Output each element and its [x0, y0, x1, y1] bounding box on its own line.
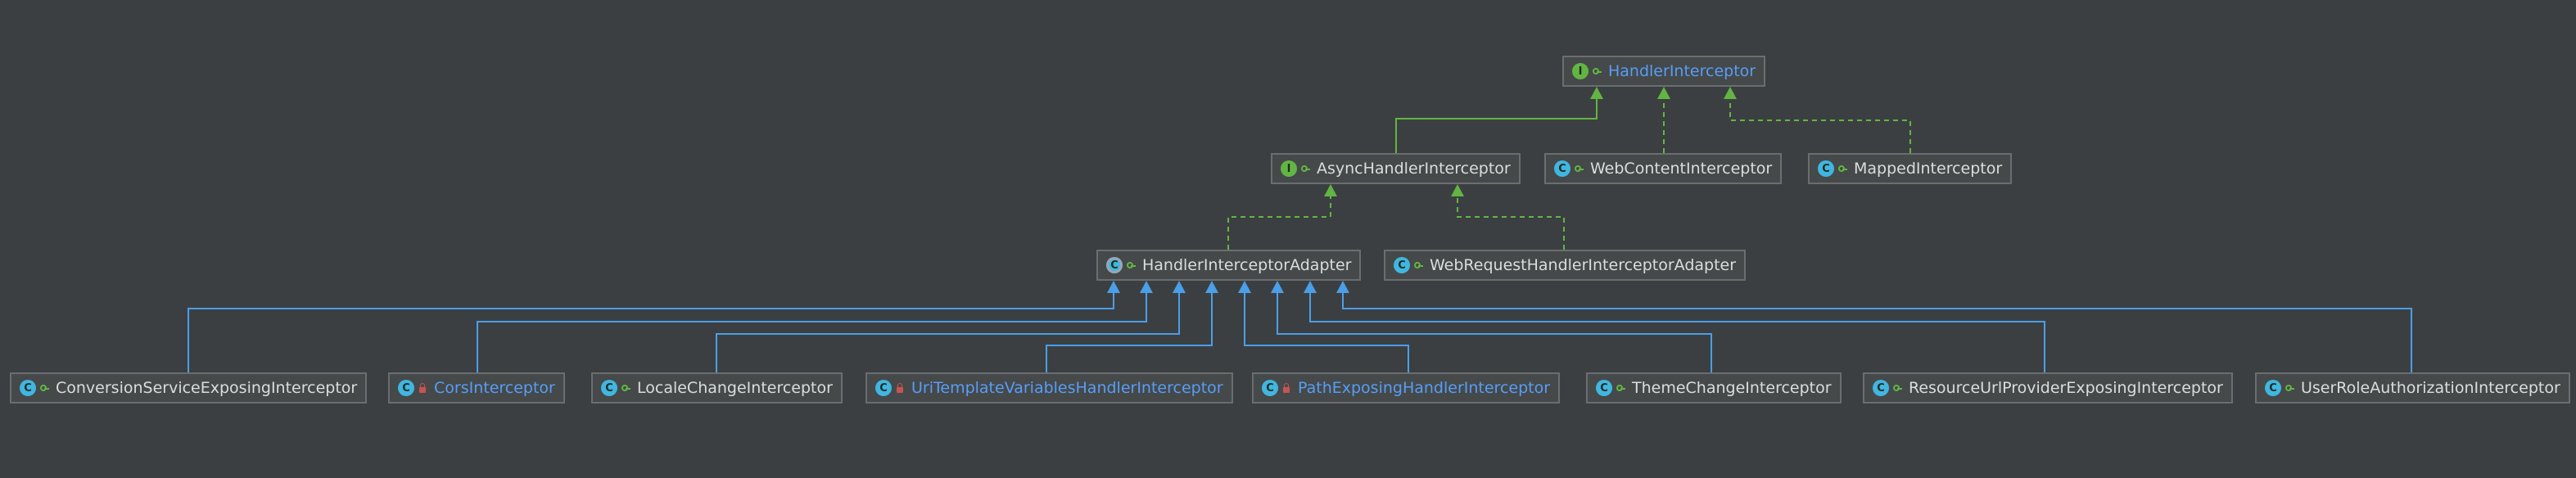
arrowhead — [1304, 281, 1317, 293]
class-icon: C — [1873, 380, 1889, 396]
visibility-icon — [1126, 260, 1136, 270]
class-label: WebContentInterceptor — [1590, 160, 1773, 178]
arrowhead — [1324, 184, 1337, 196]
class-label: AsyncHandlerInterceptor — [1317, 160, 1511, 178]
arrowhead — [1238, 281, 1251, 293]
edge-handler-interceptor-adapter-to-async-handler-interceptor — [1227, 184, 1337, 250]
class-label: UriTemplateVariablesHandlerInterceptor — [911, 379, 1223, 397]
class-icon: C — [2265, 380, 2281, 396]
class-label: ConversionServiceExposingInterceptor — [56, 379, 358, 397]
node-resource-url-provider-exposing-interceptor[interactable]: C ResourceUrlProviderExposingInterceptor — [1863, 372, 2233, 404]
class-icon: C — [875, 380, 892, 396]
edge-cors-interceptor-to-handler-interceptor-adapter — [477, 281, 1153, 372]
visibility-icon — [1892, 383, 1902, 393]
node-mapped-interceptor[interactable]: C MappedInterceptor — [1808, 153, 2013, 184]
node-handler-interceptor-adapter[interactable]: C HandlerInterceptorAdapter — [1096, 250, 1362, 281]
visibility-icon — [621, 383, 630, 393]
edge-mapped-interceptor-to-handler-interceptor — [1724, 87, 1911, 153]
edge-theme-change-interceptor-to-handler-interceptor-adapter — [1271, 281, 1712, 372]
arrowhead — [1590, 87, 1603, 99]
node-theme-change-interceptor[interactable]: C ThemeChangeInterceptor — [1586, 372, 1842, 404]
node-path-exposing-handler-interceptor[interactable]: C PathExposingHandlerInterceptor — [1252, 372, 1561, 404]
edge-path-exposing-handler-interceptor-to-handler-interceptor-adapter — [1238, 281, 1409, 372]
arrowhead — [1107, 281, 1120, 293]
visibility-icon — [895, 383, 905, 393]
arrowhead — [1724, 87, 1737, 99]
edge-locale-change-interceptor-to-handler-interceptor-adapter — [716, 281, 1186, 372]
visibility-icon — [1592, 66, 1602, 76]
interface-icon: I — [1281, 160, 1297, 177]
node-web-content-interceptor[interactable]: C WebContentInterceptor — [1544, 153, 1783, 184]
class-label: PathExposingHandlerInterceptor — [1298, 379, 1551, 397]
class-label: CorsInterceptor — [434, 379, 555, 397]
class-icon: C — [1262, 380, 1278, 396]
interface-icon: I — [1572, 63, 1589, 79]
node-cors-interceptor[interactable]: C CorsInterceptor — [388, 372, 565, 404]
class-label: ResourceUrlProviderExposingInterceptor — [1909, 379, 2223, 397]
node-conversion-service-exposing-interceptor[interactable]: C ConversionServiceExposingInterceptor — [10, 372, 368, 404]
visibility-icon — [1837, 164, 1847, 174]
visibility-icon — [2285, 383, 2294, 393]
class-label: LocaleChangeInterceptor — [637, 379, 833, 397]
class-label: UserRoleAuthorizationInterceptor — [2301, 379, 2560, 397]
node-uri-template-variables-handler-interceptor[interactable]: C UriTemplateVariablesHandlerInterceptor — [865, 372, 1233, 404]
visibility-icon — [1281, 383, 1291, 393]
class-label: ThemeChangeInterceptor — [1632, 379, 1832, 397]
node-handler-interceptor[interactable]: I HandlerInterceptor — [1562, 56, 1766, 87]
node-async-handler-interceptor[interactable]: I AsyncHandlerInterceptor — [1271, 153, 1521, 184]
class-label: WebRequestHandlerInterceptorAdapter — [1430, 256, 1737, 274]
visibility-icon — [39, 383, 49, 393]
class-icon: C — [20, 380, 36, 396]
arrowhead — [1451, 184, 1464, 196]
visibility-icon — [1574, 164, 1584, 174]
visibility-icon — [1413, 260, 1423, 270]
edge-web-content-interceptor-to-handler-interceptor — [1657, 87, 1670, 153]
arrowhead — [1336, 281, 1349, 293]
edge-web-request-handler-interceptor-adapter-to-async-handler-interceptor — [1451, 184, 1565, 250]
abstract-class-icon: C — [1106, 257, 1123, 273]
class-icon: C — [398, 380, 414, 396]
class-icon: C — [601, 380, 617, 396]
node-locale-change-interceptor[interactable]: C LocaleChangeInterceptor — [591, 372, 843, 404]
visibility-icon — [1616, 383, 1625, 393]
class-label: MappedInterceptor — [1854, 160, 2003, 178]
arrowhead — [1271, 281, 1284, 293]
class-icon: C — [1554, 160, 1570, 177]
edge-async-handler-interceptor-to-handler-interceptor — [1395, 87, 1603, 153]
arrowhead — [1205, 281, 1218, 293]
class-icon: C — [1596, 380, 1612, 396]
edge-resource-url-provider-exposing-interceptor-to-handler-interceptor-adapter — [1304, 281, 2045, 372]
node-web-request-handler-interceptor-adapter[interactable]: C WebRequestHandlerInterceptorAdapter — [1384, 250, 1747, 281]
edge-user-role-authorization-interceptor-to-handler-interceptor-adapter — [1336, 281, 2412, 372]
arrowhead — [1140, 281, 1153, 293]
class-icon: C — [1394, 257, 1410, 273]
edge-uri-template-variables-handler-interceptor-to-handler-interceptor-adapter — [1046, 281, 1218, 372]
node-user-role-authorization-interceptor[interactable]: C UserRoleAuthorizationInterceptor — [2255, 372, 2570, 404]
class-icon: C — [1818, 160, 1834, 177]
arrowhead — [1657, 87, 1670, 99]
visibility-icon — [1300, 164, 1310, 174]
visibility-icon — [418, 383, 427, 393]
class-label: HandlerInterceptor — [1608, 62, 1756, 80]
class-label: HandlerInterceptorAdapter — [1142, 256, 1352, 274]
edge-conversion-service-exposing-interceptor-to-handler-interceptor-adapter — [188, 281, 1120, 372]
arrowhead — [1173, 281, 1186, 293]
